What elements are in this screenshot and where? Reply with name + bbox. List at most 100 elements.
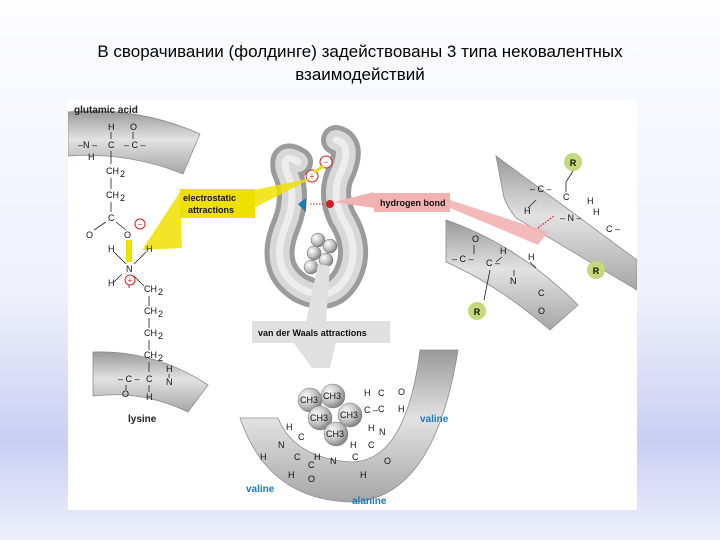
svg-text:CH: CH (144, 306, 157, 316)
svg-text:C –: C – (486, 258, 500, 268)
hbond-callout-pointer-left (334, 192, 374, 208)
svg-text:N: N (278, 440, 285, 450)
slide-title-line-2: взаимодействий (295, 65, 425, 84)
van-der-waals-label: van der Waals attractions (258, 328, 367, 338)
ch3-cluster (297, 383, 363, 447)
ch3-label-3: CH3 (310, 413, 328, 423)
svg-text:H: H (368, 423, 375, 433)
svg-text:C: C (538, 288, 545, 298)
svg-text:C: C (378, 404, 385, 414)
svg-text:H: H (108, 122, 115, 132)
svg-text:H: H (260, 452, 267, 462)
svg-text:N: N (166, 377, 173, 387)
backbone-band-bottom-u (239, 349, 459, 503)
svg-text:CH: CH (106, 166, 119, 176)
hydrogen-bond-label: hydrogen bond (380, 198, 446, 208)
svg-text:H: H (364, 388, 371, 398)
svg-text:O: O (472, 234, 479, 244)
electrostatic-callout-pointer-right (254, 178, 312, 208)
svg-text:H: H (314, 452, 321, 462)
svg-text:H: H (350, 440, 357, 450)
svg-text:H: H (360, 470, 367, 480)
svg-text:CH: CH (144, 350, 157, 360)
vdw-callout-pointer-top (306, 264, 330, 322)
svg-text:C: C (146, 374, 153, 384)
svg-text:N: N (510, 276, 517, 286)
svg-text:2: 2 (158, 287, 163, 297)
lysine-positive-charge-label: + (128, 276, 133, 285)
backbone-band-right-lower (445, 219, 579, 331)
svg-text:H: H (88, 152, 95, 162)
svg-text:C: C (352, 452, 359, 462)
ch3-label-4: CH3 (340, 410, 358, 420)
svg-text:H: H (524, 206, 531, 216)
svg-text:H: H (146, 244, 153, 254)
svg-text:2: 2 (158, 331, 163, 341)
valine-left-label: valine (246, 484, 275, 495)
r-group-label-1: R (570, 158, 577, 168)
svg-text:N: N (330, 456, 337, 466)
svg-text:O: O (538, 306, 545, 316)
svg-text:–N –: –N – (78, 140, 97, 150)
svg-text:C: C (563, 192, 570, 202)
glutamic-acid-label: glutamic acid (74, 105, 138, 116)
svg-text:O: O (130, 122, 137, 132)
bottom-chain-atoms: H C O C – C H H N H C N H C H C N C C O … (260, 387, 405, 484)
svg-text:H: H (108, 278, 115, 288)
right-strand-upper-atoms: – C – H C – N – H H C – (524, 182, 620, 234)
r-group-marker-2 (587, 261, 605, 279)
svg-text:O: O (86, 230, 93, 240)
svg-text:C: C (368, 440, 375, 450)
backbone-band-bottom-left (92, 351, 209, 413)
slide-title: В сворачивании (фолдинге) задействованы … (20, 40, 700, 86)
svg-text:– C –: – C – (452, 254, 474, 264)
svg-text:CH: CH (144, 284, 157, 294)
alanine-label: alanine (352, 496, 387, 507)
hydrogen-bond-callout (374, 193, 450, 212)
slide-title-line-1: В сворачивании (фолдинге) задействованы … (97, 42, 623, 61)
hbond-acceptor-dot (326, 200, 334, 208)
svg-text:C: C (308, 460, 315, 470)
positive-charge-label: + (310, 172, 315, 181)
svg-text:N: N (379, 427, 386, 437)
svg-text:H: H (108, 244, 115, 254)
svg-text:– C –: – C – (118, 374, 140, 384)
svg-text:2: 2 (120, 169, 125, 179)
svg-text:– C –: – C – (124, 140, 146, 150)
svg-text:H: H (286, 422, 293, 432)
vdw-callout-pointer-bottom (293, 342, 336, 368)
svg-text:C –: C – (606, 224, 620, 234)
electrostatic-connector-small (313, 164, 325, 174)
svg-text:2: 2 (158, 353, 163, 363)
hbond-callout-pointer-right (450, 200, 548, 245)
electrostatic-callout (180, 189, 255, 218)
lysine-positive-charge (124, 274, 136, 286)
r-group-label-2: R (593, 266, 600, 276)
folding-diagram: − + electrostatic attractions hydrogen b… (68, 105, 637, 507)
ch3-label-2: CH3 (323, 391, 341, 401)
svg-text:H: H (587, 196, 594, 206)
svg-text:CH: CH (106, 190, 119, 200)
glutamate-negative-charge (134, 218, 146, 230)
negative-charge-label: − (324, 158, 329, 167)
svg-text:– C –: – C – (530, 184, 552, 194)
svg-text:O: O (384, 456, 391, 466)
svg-text:N: N (126, 264, 133, 274)
hydrogen-bond-dots (537, 215, 555, 229)
svg-text:CH: CH (144, 328, 157, 338)
r-group-label-3: R (474, 307, 481, 317)
svg-text:C: C (378, 388, 385, 398)
svg-text:H: H (166, 364, 173, 374)
svg-text:H: H (528, 252, 535, 262)
svg-text:– N –: – N – (560, 213, 582, 223)
backbone-band-top-left (68, 110, 201, 175)
glutamate-negative-charge-label: − (138, 220, 143, 229)
hbond-donor-wedge (298, 198, 306, 212)
svg-text:O: O (398, 387, 405, 397)
svg-text:2: 2 (158, 309, 163, 319)
r-group-marker-1 (564, 153, 582, 171)
protein-folding-figure: − + electrostatic attractions hydrogen b… (68, 100, 637, 510)
svg-text:C: C (294, 452, 301, 462)
svg-text:H: H (398, 404, 405, 414)
